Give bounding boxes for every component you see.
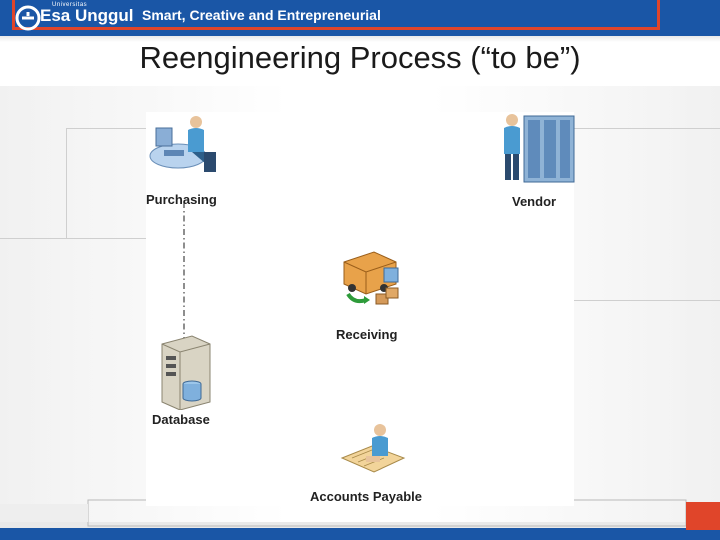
node-label-receiving: Receiving [336,327,398,342]
person-at-desk-icon [340,424,406,473]
header-shadow [0,36,720,42]
header-accent-frame [12,0,660,30]
decorative-line [66,128,146,129]
tagline: Smart, Creative and Entrepreneurial [142,7,381,23]
delivery-truck-icon [343,251,399,305]
university-logo-icon [15,5,41,31]
brand-small-text: Universitas [52,2,88,8]
dashed-connector [183,202,185,352]
person-at-computer-icon [149,116,216,172]
decorative-line [574,128,720,129]
decorative-line [66,128,67,238]
slide-title: Reengineering Process (“to be”) [139,40,581,75]
node-label-accounts-payable: Accounts Payable [310,489,422,504]
header-bar: Universitas Esa Unggul Smart, Creative a… [0,0,720,42]
person-with-server-icon [504,114,575,183]
node-label-purchasing: Purchasing [146,192,217,207]
decorative-line [0,238,146,239]
brand-name: Esa Unggul [40,6,134,25]
database-server-icon [161,335,211,410]
decorative-line [574,300,720,301]
node-label-vendor: Vendor [512,194,557,209]
node-label-database: Database [152,412,210,427]
footer-decoration [0,499,720,540]
process-diagram: Purchasing Vendor Receiving Databa [146,112,575,506]
